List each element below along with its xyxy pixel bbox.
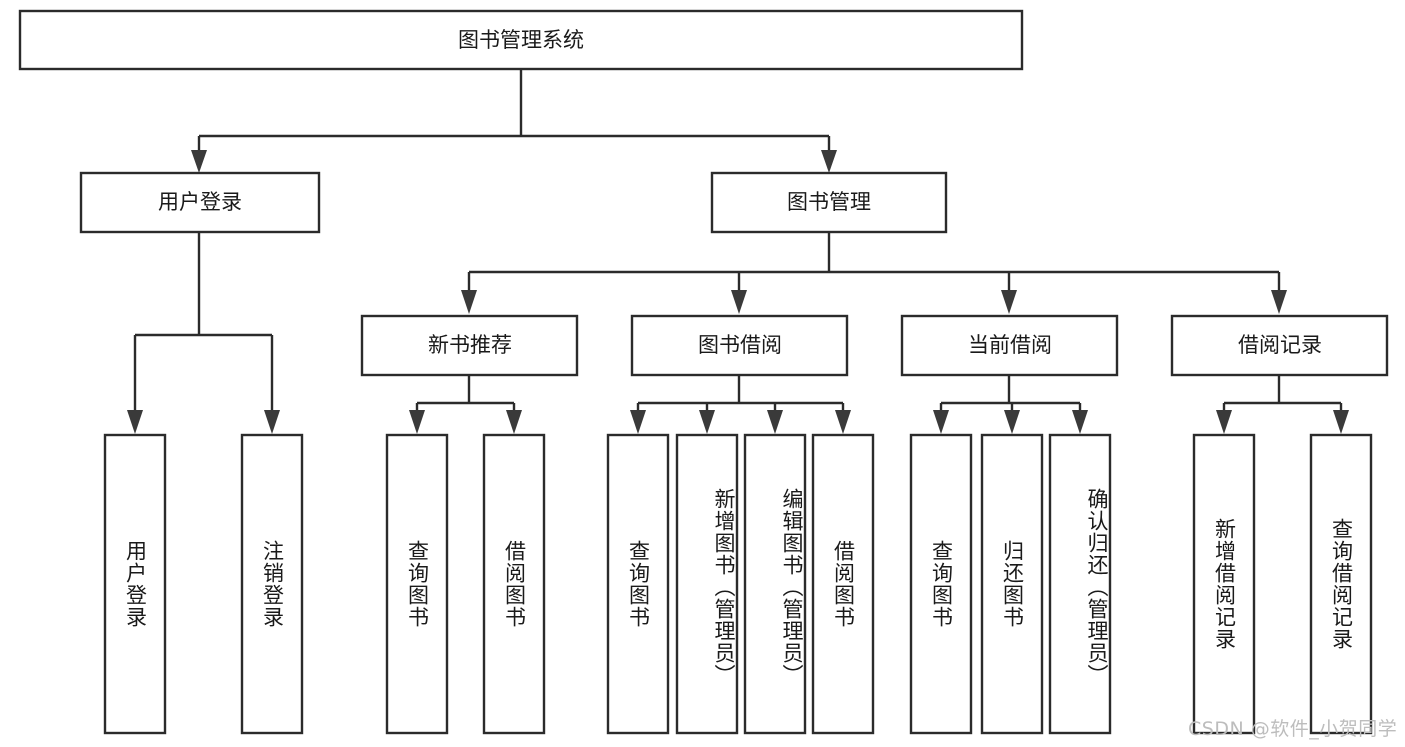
leaf-node-logout[interactable]	[240, 433, 304, 735]
node-root[interactable]: 图书管理系统	[18, 9, 1024, 71]
leaf-box-query-record[interactable]	[1309, 433, 1373, 735]
arrow-head-icon	[835, 410, 851, 434]
node-label-book-borrow: 图书借阅	[698, 333, 782, 357]
connector-group-user-login	[127, 232, 280, 434]
arrow-head-icon	[699, 410, 715, 434]
node-box-root[interactable]	[18, 9, 1024, 71]
node-book-management[interactable]: 图书管理	[710, 171, 948, 234]
node-label-current-borrow: 当前借阅	[968, 333, 1052, 357]
leaf-node-add-record[interactable]	[1192, 433, 1256, 735]
node-box-user-login[interactable]	[79, 171, 321, 234]
arrow-head-icon	[1216, 410, 1232, 434]
leaf-box-edit-book[interactable]	[743, 433, 807, 735]
arrow-head-icon	[731, 290, 747, 314]
connector-group-root	[191, 69, 837, 173]
leaf-box-add-record[interactable]	[1192, 433, 1256, 735]
arrow-head-icon	[1001, 290, 1017, 314]
leaf-box-query-book-2[interactable]	[606, 433, 670, 735]
arrow-head-icon	[1072, 410, 1088, 434]
arrow-head-icon	[630, 410, 646, 434]
connector-group-book-mgmt	[461, 232, 1287, 314]
leaf-node-user-login[interactable]	[103, 433, 167, 735]
connector-group-book-borrow	[630, 375, 851, 434]
node-book-borrow[interactable]: 图书借阅	[630, 314, 849, 377]
connector-group-borrow-record	[1216, 375, 1349, 434]
node-box-borrow-record[interactable]	[1170, 314, 1389, 377]
node-label-book-management: 图书管理	[787, 190, 871, 214]
leaf-node-borrow-book-2[interactable]	[811, 433, 875, 735]
leaf-node-add-book[interactable]	[675, 433, 739, 735]
node-user-login[interactable]: 用户登录	[79, 171, 321, 234]
arrow-head-icon	[821, 150, 837, 173]
leaf-node-query-book-3[interactable]	[909, 433, 973, 735]
leaf-box-borrow-book-2[interactable]	[811, 433, 875, 735]
arrow-head-icon	[1333, 410, 1349, 434]
arrow-head-icon	[933, 410, 949, 434]
leaf-node-edit-book[interactable]	[743, 433, 807, 735]
node-box-book-borrow[interactable]	[630, 314, 849, 377]
arrow-head-icon	[127, 410, 143, 434]
node-label-root: 图书管理系统	[458, 28, 584, 52]
connector-group-current-borrow	[933, 375, 1088, 434]
watermark-text: CSDN @软件_小贺同学	[1188, 718, 1398, 740]
node-borrow-record[interactable]: 借阅记录	[1170, 314, 1389, 377]
leaf-box-query-book-3[interactable]	[909, 433, 973, 735]
connector-group-new-book	[409, 375, 522, 434]
node-label-user-login: 用户登录	[158, 190, 242, 214]
leaf-node-confirm-return[interactable]	[1048, 433, 1112, 735]
leaf-node-return-book[interactable]	[980, 433, 1044, 735]
arrow-head-icon	[264, 410, 280, 434]
arrow-head-icon	[506, 410, 522, 434]
leaf-node-query-book-2[interactable]	[606, 433, 670, 735]
arrow-head-icon	[191, 150, 207, 173]
node-box-new-book-recommend[interactable]	[360, 314, 579, 377]
leaf-box-borrow-book-1[interactable]	[482, 433, 546, 735]
leaf-box-user-login[interactable]	[103, 433, 167, 735]
leaf-box-add-book[interactable]	[675, 433, 739, 735]
arrow-head-icon	[767, 410, 783, 434]
leaf-box-query-book-1[interactable]	[385, 433, 449, 735]
leaf-box-confirm-return[interactable]	[1048, 433, 1112, 735]
arrow-head-icon	[1271, 290, 1287, 314]
leaf-node-query-book-1[interactable]	[385, 433, 449, 735]
node-box-book-management[interactable]	[710, 171, 948, 234]
node-box-current-borrow[interactable]	[900, 314, 1119, 377]
node-new-book-recommend[interactable]: 新书推荐	[360, 314, 579, 377]
arrow-head-icon	[409, 410, 425, 434]
arrow-head-icon	[461, 290, 477, 314]
leaf-node-borrow-book-1[interactable]	[482, 433, 546, 735]
arrow-head-icon	[1004, 410, 1020, 434]
leaf-box-return-book[interactable]	[980, 433, 1044, 735]
leaf-box-logout[interactable]	[240, 433, 304, 735]
node-current-borrow[interactable]: 当前借阅	[900, 314, 1119, 377]
leaf-node-query-record[interactable]	[1309, 433, 1373, 735]
node-label-borrow-record: 借阅记录	[1238, 333, 1322, 357]
node-label-new-book-recommend: 新书推荐	[428, 333, 512, 357]
